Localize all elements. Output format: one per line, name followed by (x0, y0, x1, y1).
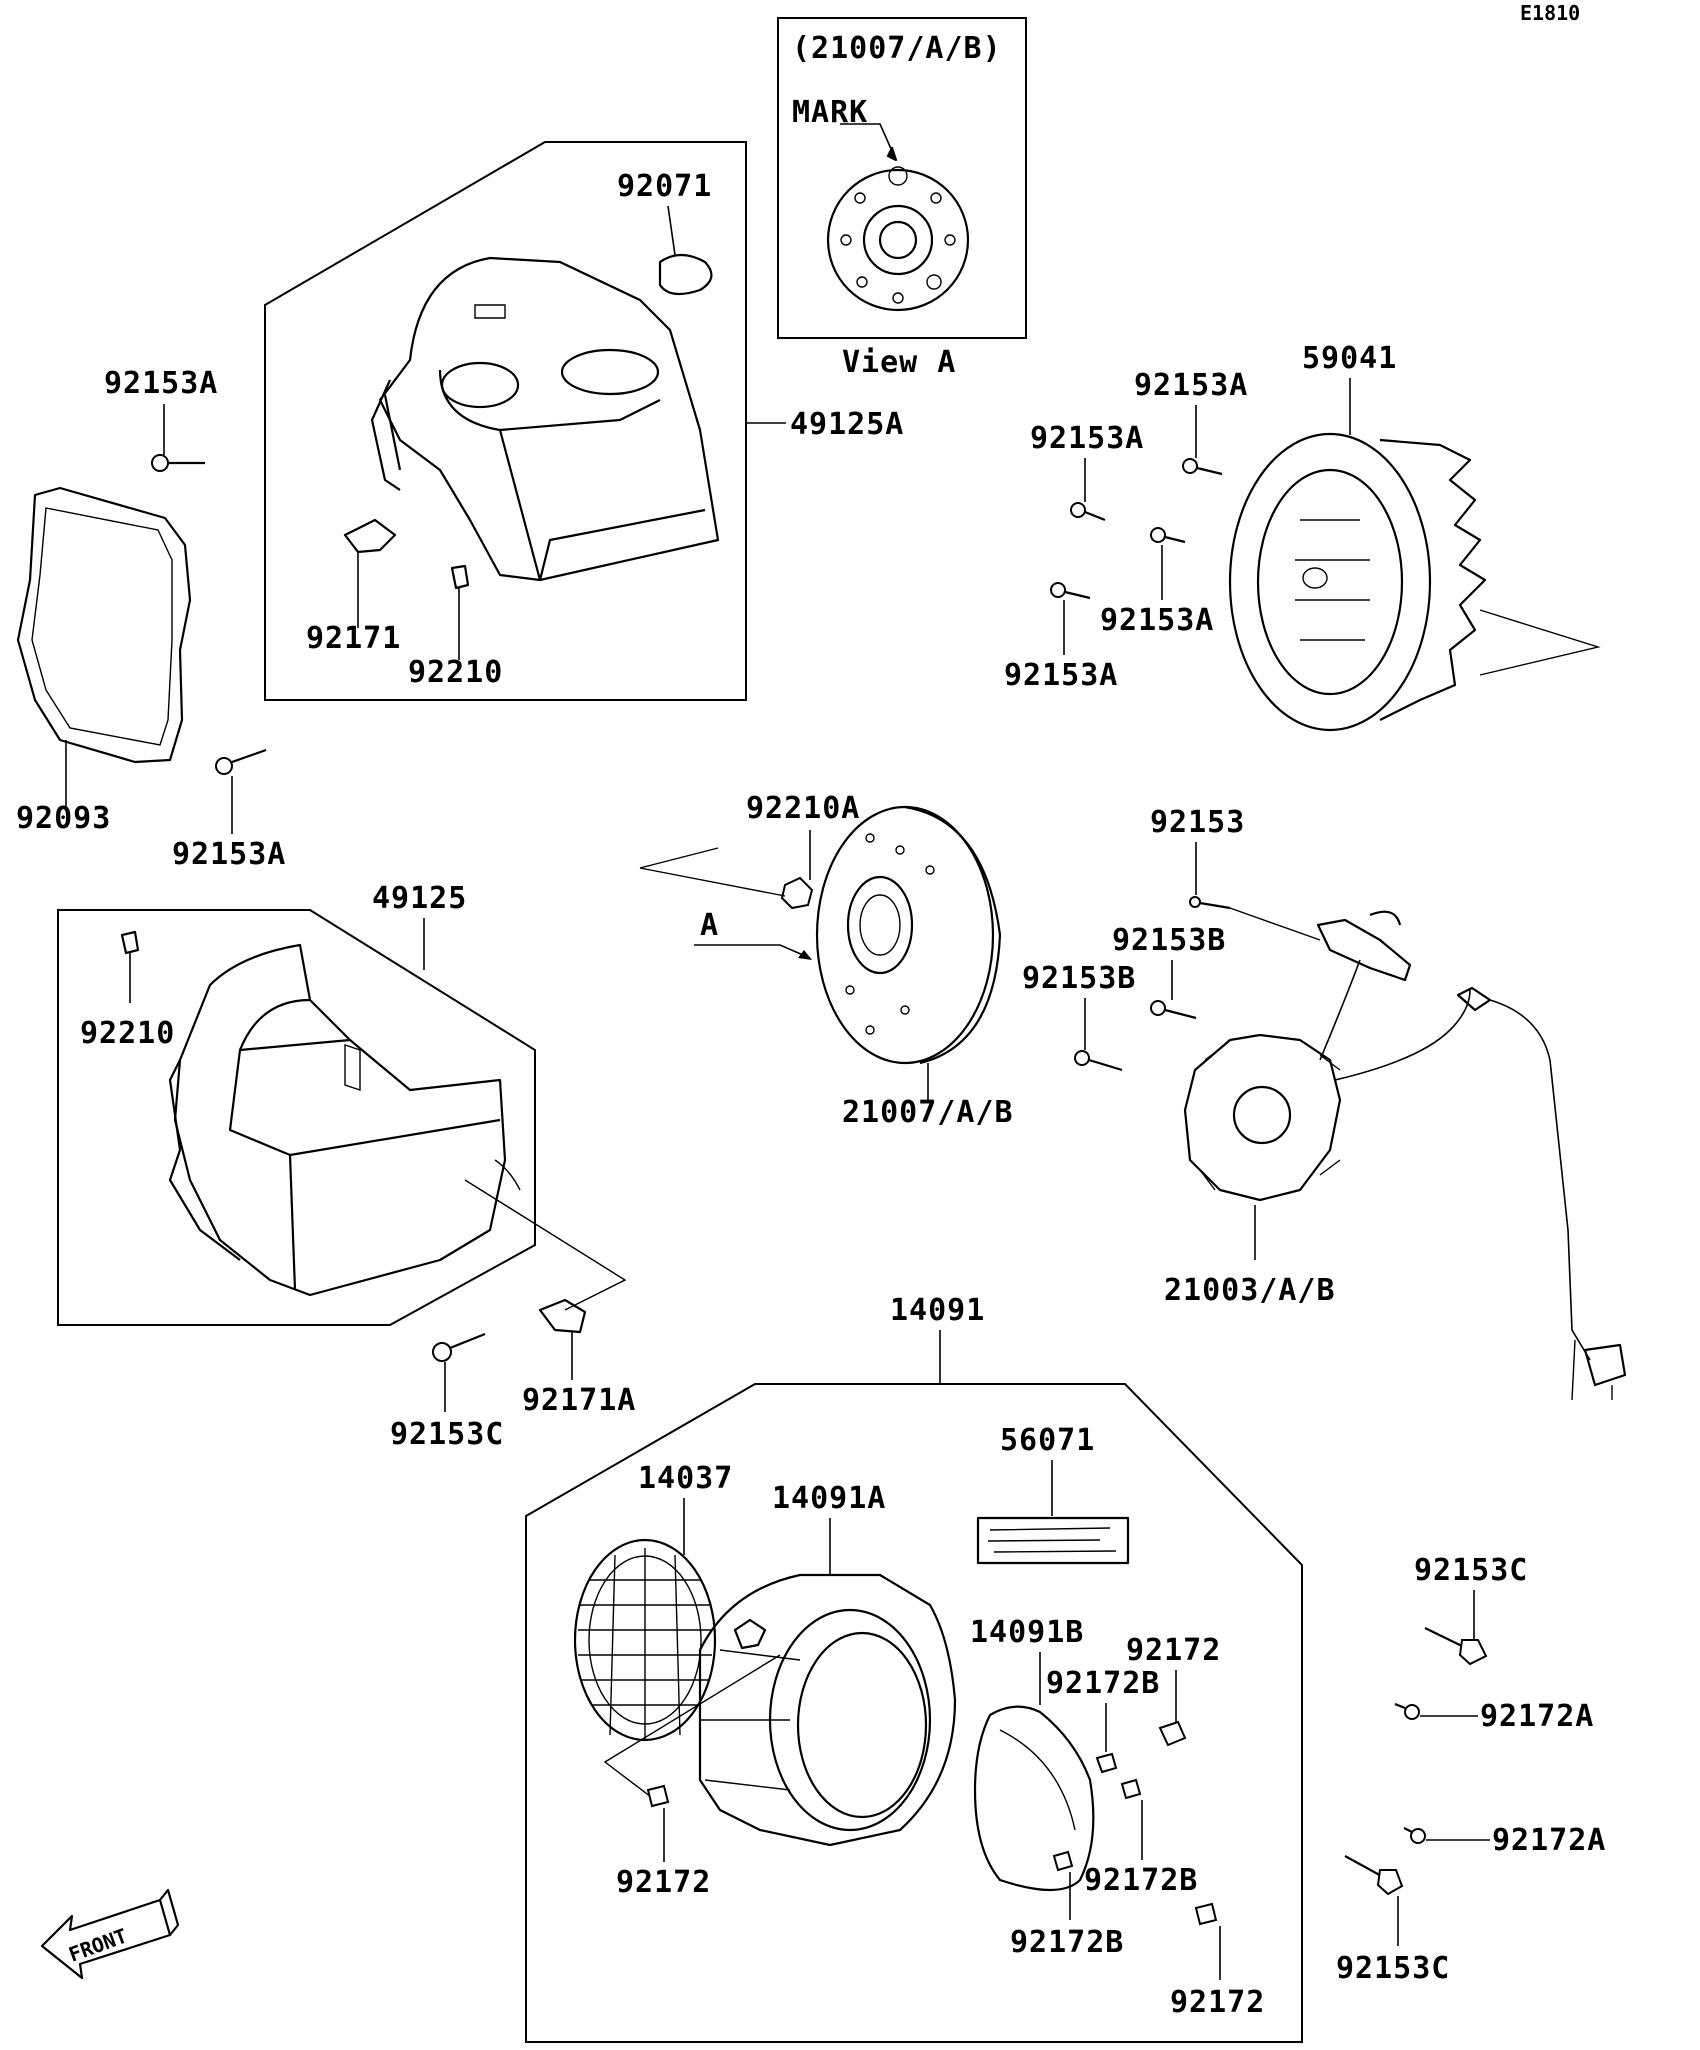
fastener-92172B-3 (1052, 1850, 1074, 1872)
label-92172B-1: 92172B (1046, 1666, 1160, 1701)
label-14091B: 14091B (970, 1615, 1084, 1650)
bolts-92153A-right: 92153A 92153A 92153A 92153A (1004, 368, 1248, 693)
fastener-92172B-2 (1120, 1778, 1142, 1800)
label-92153C-r1: 92153C (1414, 1553, 1528, 1588)
label-92172-left: 92172 (616, 1865, 711, 1900)
fan-59041: 59041 (1228, 341, 1601, 732)
label-92210A: 92210A (746, 791, 860, 826)
front-arrow: FRONT (40, 1888, 180, 1980)
label-14091: 14091 (890, 1293, 985, 1328)
label-92171: 92171 (306, 621, 401, 656)
diagram-code: E1810 (1520, 1, 1580, 25)
label-14091A: 14091A (772, 1481, 886, 1516)
view-a-inset: (21007/A/B) MARK View A (777, 17, 1027, 380)
label-59041: 59041 (1302, 341, 1397, 376)
housing-14091A (603, 1573, 957, 1847)
front-label: FRONT (66, 1924, 131, 1967)
label-14037: 14037 (638, 1461, 733, 1496)
label-92172B-2: 92172B (1084, 1863, 1198, 1898)
view-a-title: (21007/A/B) (792, 31, 1002, 66)
label-92172-bottom: 92172 (1170, 1985, 1265, 2020)
label-49125A: 49125A (790, 407, 904, 442)
label-92153A-left-top: 92153A (104, 366, 218, 401)
screw-92172A-2 (1410, 1828, 1426, 1844)
label-92071: 92071 (617, 169, 712, 204)
label-49125: 49125 (372, 881, 467, 916)
fastener-92172B-1 (1095, 1752, 1118, 1774)
fastener-92172-left (646, 1784, 670, 1808)
label-92153B-2: 92153B (1022, 961, 1136, 996)
label-56071: 56071 (1000, 1423, 1095, 1458)
label-92153: 92153 (1150, 805, 1245, 840)
label-92172-top: 92172 (1126, 1633, 1221, 1668)
label-21007: 21007/A/B (842, 1095, 1014, 1130)
label-92153A-r1: 92153A (1134, 368, 1248, 403)
fastener-92172-bottom (1194, 1902, 1218, 1926)
right-fasteners: 92153C 92172A 92172A 92153C (1336, 1553, 1606, 1986)
lower-shroud-group: 49125 92210 92171A 92153C (57, 881, 636, 1452)
label-92153A-r2: 92153A (1030, 421, 1144, 456)
cover-14091B (973, 1705, 1095, 1892)
label-92172A-1: 92172A (1480, 1699, 1594, 1734)
nut-92210-left (120, 930, 140, 955)
label-21003: 21003/A/B (1164, 1273, 1336, 1308)
label-92153B-1: 92153B (1112, 923, 1226, 958)
bolt-92153C-right-1 (1424, 1627, 1467, 1649)
nut-92210-upper (450, 564, 470, 590)
label-92153A-left-bottom: 92153A (172, 837, 286, 872)
nut-92210A (780, 876, 814, 910)
label-92171A: 92171A (522, 1383, 636, 1418)
label-92153C-r2: 92153C (1336, 1951, 1450, 1986)
bolt-92153C-left (432, 1342, 452, 1362)
label-92172B-3: 92172B (1010, 1925, 1124, 1960)
view-a-caption: View A (842, 345, 956, 380)
screw-92172A-1 (1404, 1704, 1420, 1720)
label-92093: 92093 (16, 801, 111, 836)
upper-shroud-group: 92071 92171 92210 49125A (264, 141, 904, 701)
label-92153C-left: 92153C (390, 1417, 504, 1452)
rotor-21007: 92210A A 21007/A/B (639, 791, 1014, 1130)
clip-92171A (538, 1298, 587, 1334)
grommet-92071 (658, 253, 713, 296)
lower-shroud-49125 (173, 943, 507, 1297)
label-92210-upper: 92210 (408, 655, 503, 690)
label-92153A-r4: 92153A (1004, 658, 1118, 693)
screen-14037 (573, 1538, 717, 1742)
upper-shroud-49125A (378, 256, 720, 582)
stator-21003: 92153 92153B 92153B 21003/A/B (1022, 805, 1627, 1401)
gasket-92093: 92093 (16, 486, 192, 836)
decal-56071 (976, 1516, 1130, 1565)
clip-92171 (343, 518, 397, 554)
bolt-92153A-left-top: 92153A (104, 366, 218, 472)
bolt-92153C-right-2 (1344, 1855, 1386, 1879)
label-92172A-2: 92172A (1492, 1823, 1606, 1858)
rotor-view-a-icon (826, 166, 970, 312)
bolt-92153A-left-bottom: 92153A (172, 748, 286, 872)
housing-14091-group: 14091 56071 14037 14091A (525, 1293, 1303, 2043)
fastener-92172-top (1158, 1720, 1187, 1747)
label-A: A (700, 908, 719, 943)
label-92153A-r3: 92153A (1100, 603, 1214, 638)
label-92210-left: 92210 (80, 1016, 175, 1051)
